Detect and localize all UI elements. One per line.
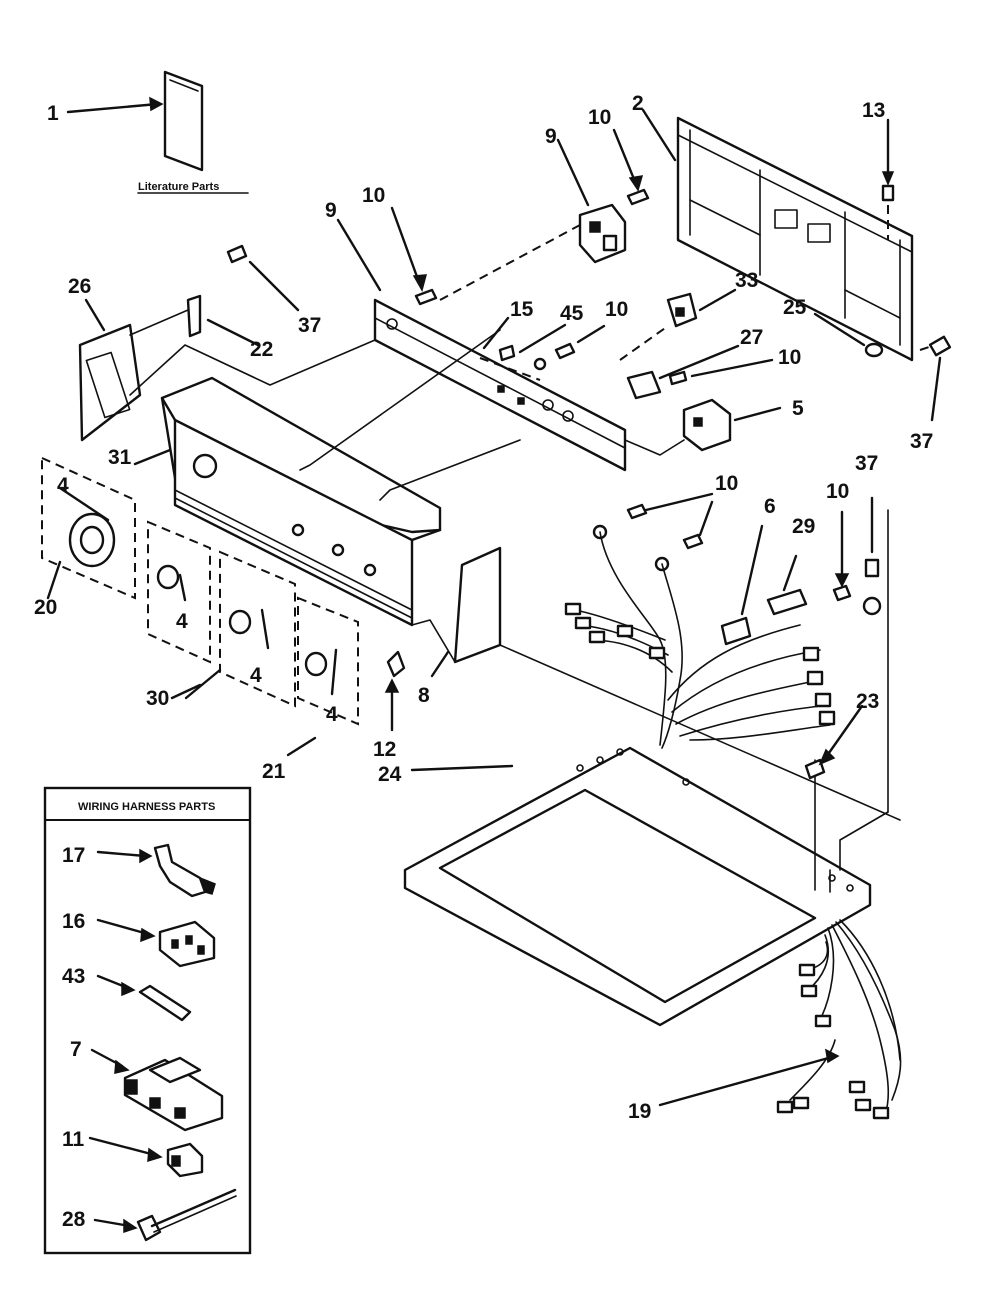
harness-part-28 [93, 1188, 237, 1242]
callout-10-mid: 10 [605, 298, 628, 321]
callout-37-right: 37 [910, 430, 933, 453]
callout-4-b: 4 [176, 610, 188, 633]
callout-13: 13 [862, 99, 885, 122]
callout-9-bracket: 9 [325, 199, 337, 222]
rear-panel [641, 108, 914, 362]
callout-25: 25 [783, 296, 807, 319]
callout-43: 43 [62, 965, 85, 988]
literature-parts: Literature Parts [66, 70, 249, 194]
clip-25 [813, 312, 884, 358]
callout-10-right: 10 [826, 480, 849, 503]
callout-6: 6 [764, 495, 776, 518]
literature-caption: Literature Parts [138, 181, 219, 193]
callout-4-c: 4 [250, 664, 262, 687]
switch-9 [556, 128, 650, 264]
console-31 [133, 329, 521, 627]
wiring-harness-parts-box: WIRING HARNESS PARTS [43, 786, 252, 1255]
screw-13 [881, 118, 895, 240]
callout-27: 27 [740, 326, 763, 349]
callout-16: 16 [62, 910, 85, 933]
part-33 [619, 288, 737, 361]
callout-23: 23 [856, 690, 879, 713]
callout-29: 29 [792, 515, 815, 538]
callout-45: 45 [560, 302, 584, 325]
part-27 [626, 344, 774, 400]
callout-10-bracket: 10 [362, 184, 385, 207]
control-bracket-9 [336, 218, 627, 472]
screw-10-bracket [390, 206, 606, 360]
callout-10-27: 10 [778, 346, 801, 369]
callout-20: 20 [34, 596, 57, 619]
callout-10-top: 10 [588, 106, 611, 129]
callout-5: 5 [792, 397, 804, 420]
part-8 [411, 546, 901, 821]
callout-19: 19 [628, 1100, 651, 1123]
harness-part-11 [88, 1136, 204, 1178]
callout-4-d: 4 [326, 703, 338, 726]
callout-30: 30 [146, 687, 169, 710]
harness-part-17 [96, 843, 216, 898]
part-5 [624, 398, 782, 456]
screw-12 [384, 650, 406, 732]
wiring-harness-6 [564, 492, 882, 780]
harness-part-43 [96, 974, 192, 1022]
knob-assemblies [41, 456, 359, 757]
callout-10-harness: 10 [715, 472, 738, 495]
screw-37-right [919, 335, 952, 422]
callout-21: 21 [262, 760, 286, 783]
callout-2: 2 [632, 92, 644, 115]
callout-31: 31 [108, 446, 132, 469]
callout-37-left: 37 [298, 314, 321, 337]
callout-33: 33 [735, 269, 758, 292]
callout-4-a: 4 [57, 474, 69, 497]
harness-part-7 [90, 1048, 224, 1132]
callout-1: 1 [47, 102, 59, 125]
callout-12: 12 [373, 738, 396, 761]
callout-17: 17 [62, 844, 85, 867]
callout-7: 7 [70, 1038, 82, 1061]
callout-11: 11 [62, 1128, 85, 1151]
part-26 [78, 244, 376, 442]
wiring-harness-19 [658, 919, 902, 1120]
callout-8: 8 [418, 684, 430, 707]
top-panel-24 [403, 509, 889, 1027]
callout-labels: 1 2 13 10 9 10 9 33 25 15 45 10 26 37 22… [34, 92, 933, 1231]
callout-26: 26 [68, 275, 91, 298]
callout-9-switch: 9 [545, 125, 557, 148]
callout-28: 28 [62, 1208, 86, 1231]
callout-22: 22 [250, 338, 273, 361]
callout-15: 15 [510, 298, 534, 321]
harness-part-16 [96, 918, 216, 968]
callout-37-harness: 37 [855, 452, 878, 475]
wiring-box-title: WIRING HARNESS PARTS [78, 801, 215, 813]
callout-24: 24 [378, 763, 402, 786]
